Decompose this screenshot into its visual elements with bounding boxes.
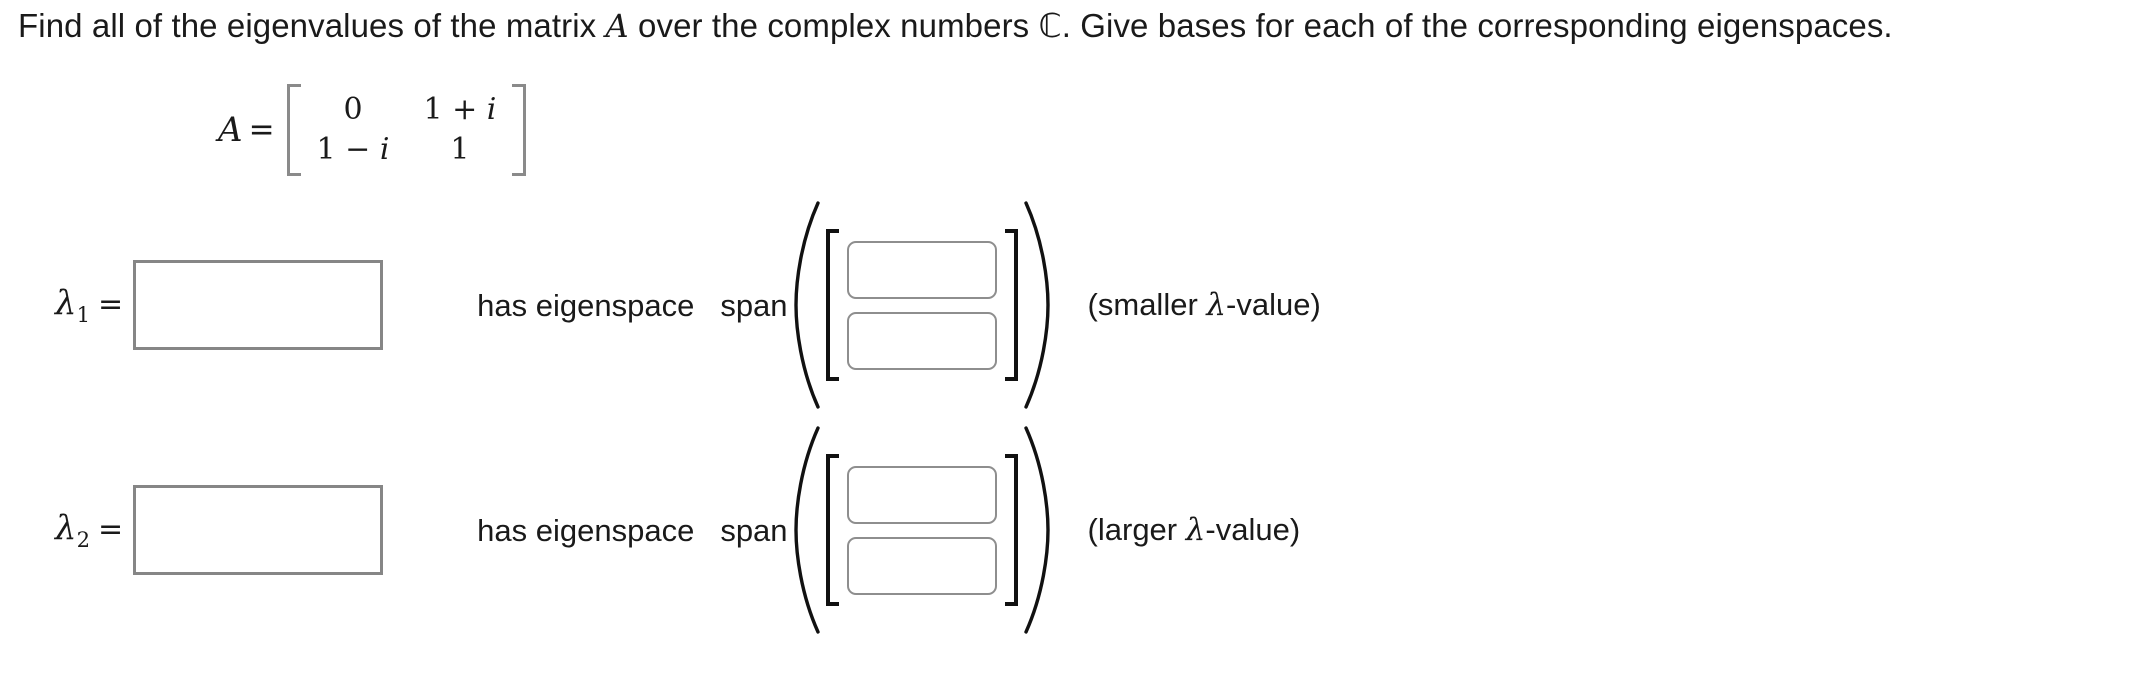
matrix-cell-r2c2: 1 (423, 133, 496, 167)
lambda-2-equals-sign: = (98, 512, 124, 547)
eigenvector-2-component-1-input[interactable] (846, 465, 997, 524)
eigenvector-bracket-right-2 (1004, 454, 1018, 606)
prompt-text-part-1: Find all of the eigenvalues of the matri… (18, 7, 606, 44)
eigenvalue-row-2: λ2 = has eigenspace span (larger λ-value… (18, 425, 1300, 635)
matrix-cell-r1c2: 1 + i (423, 93, 496, 127)
lambda-2-value-note: (larger λ-value) (1088, 514, 1301, 546)
matrix-grid: 0 1 + i 1 − i 1 (301, 89, 513, 171)
matrix-cell-r2c1-imag: i (379, 132, 390, 167)
matrix-name-label: A (218, 110, 243, 150)
matrix-cell-r2c2-text: 1 (450, 132, 470, 167)
lambda-1-label: λ1 (18, 286, 90, 325)
matrix-cell-r1c1-text: 0 (343, 92, 363, 127)
lambda-2-label: λ2 (18, 511, 90, 550)
eigenvector-brackets-1 (825, 229, 1018, 381)
lambda-1-input[interactable] (133, 260, 384, 350)
eigenvector-group-1 (790, 199, 1054, 411)
matrix-cell-r2c1: 1 − i (317, 133, 390, 167)
matrix-definition: A = 0 1 + i 1 − i 1 (218, 84, 527, 176)
eigenvector-2-component-2-input[interactable] (846, 536, 997, 595)
eigenvector-bracket-right-1 (1004, 229, 1018, 381)
matrix-bracket-right (512, 84, 527, 176)
prompt-text-part-2: over the complex numbers (628, 7, 1039, 44)
lambda-1-note-suffix: -value) (1226, 287, 1321, 322)
lambda-1-subscript: 1 (76, 301, 90, 327)
matrix-cell-r1c2-text: 1 + (423, 92, 487, 127)
left-paren-icon-1 (793, 201, 820, 409)
lambda-1-equals-sign: = (98, 287, 124, 322)
eigenvector-1-component-1-input[interactable] (846, 240, 997, 299)
has-eigenspace-label-1: has eigenspace (477, 287, 695, 323)
prompt-matrix-symbol: A (605, 7, 629, 45)
lambda-2-note-suffix: -value) (1205, 512, 1301, 547)
lambda-1-symbol: λ (55, 282, 77, 323)
eigenvector-brackets-2 (825, 454, 1018, 606)
lambda-2-symbol: λ (55, 507, 77, 548)
right-paren-icon-1 (1023, 201, 1050, 409)
lambda-1-value-note: (smaller λ-value) (1088, 289, 1321, 321)
span-label-1: span (720, 287, 788, 323)
lambda-2-subscript: 2 (76, 526, 90, 552)
has-eigenspace-label-2: has eigenspace (477, 512, 695, 548)
matrix-cell-r2c1-text: 1 − (316, 132, 380, 167)
lambda-1-note-symbol: λ (1206, 287, 1227, 323)
eigenvector-bracket-left-2 (825, 454, 839, 606)
lambda-2-note-symbol: λ (1185, 512, 1206, 548)
lambda-1-note-prefix: (smaller (1087, 287, 1207, 322)
left-paren-icon-2 (793, 426, 820, 634)
matrix-cell-r1c2-imag: i (486, 92, 497, 127)
eigenvector-cells-1 (839, 240, 1005, 370)
eigenvector-1-component-2-input[interactable] (846, 311, 997, 370)
matrix-equals-sign: = (248, 111, 275, 148)
eigenvalue-row-1: λ1 = has eigenspace span (smaller λ-valu… (18, 200, 1321, 410)
matrix-cell-r1c1: 0 (317, 93, 390, 127)
question-prompt: Find all of the eigenvalues of the matri… (18, 6, 1893, 46)
lambda-2-note-prefix: (larger (1087, 512, 1186, 547)
complex-numbers-symbol: ℂ (1038, 6, 1062, 45)
eigenvector-bracket-left-1 (825, 229, 839, 381)
matrix-bracket-left (286, 84, 301, 176)
span-label-2: span (720, 512, 788, 548)
right-paren-icon-2 (1023, 426, 1050, 634)
eigenvector-group-2 (790, 424, 1054, 636)
eigenvector-cells-2 (839, 465, 1005, 595)
matrix-brackets: 0 1 + i 1 − i 1 (286, 84, 527, 176)
prompt-text-part-3: . Give bases for each of the correspondi… (1061, 7, 1893, 44)
lambda-2-input[interactable] (133, 485, 384, 575)
